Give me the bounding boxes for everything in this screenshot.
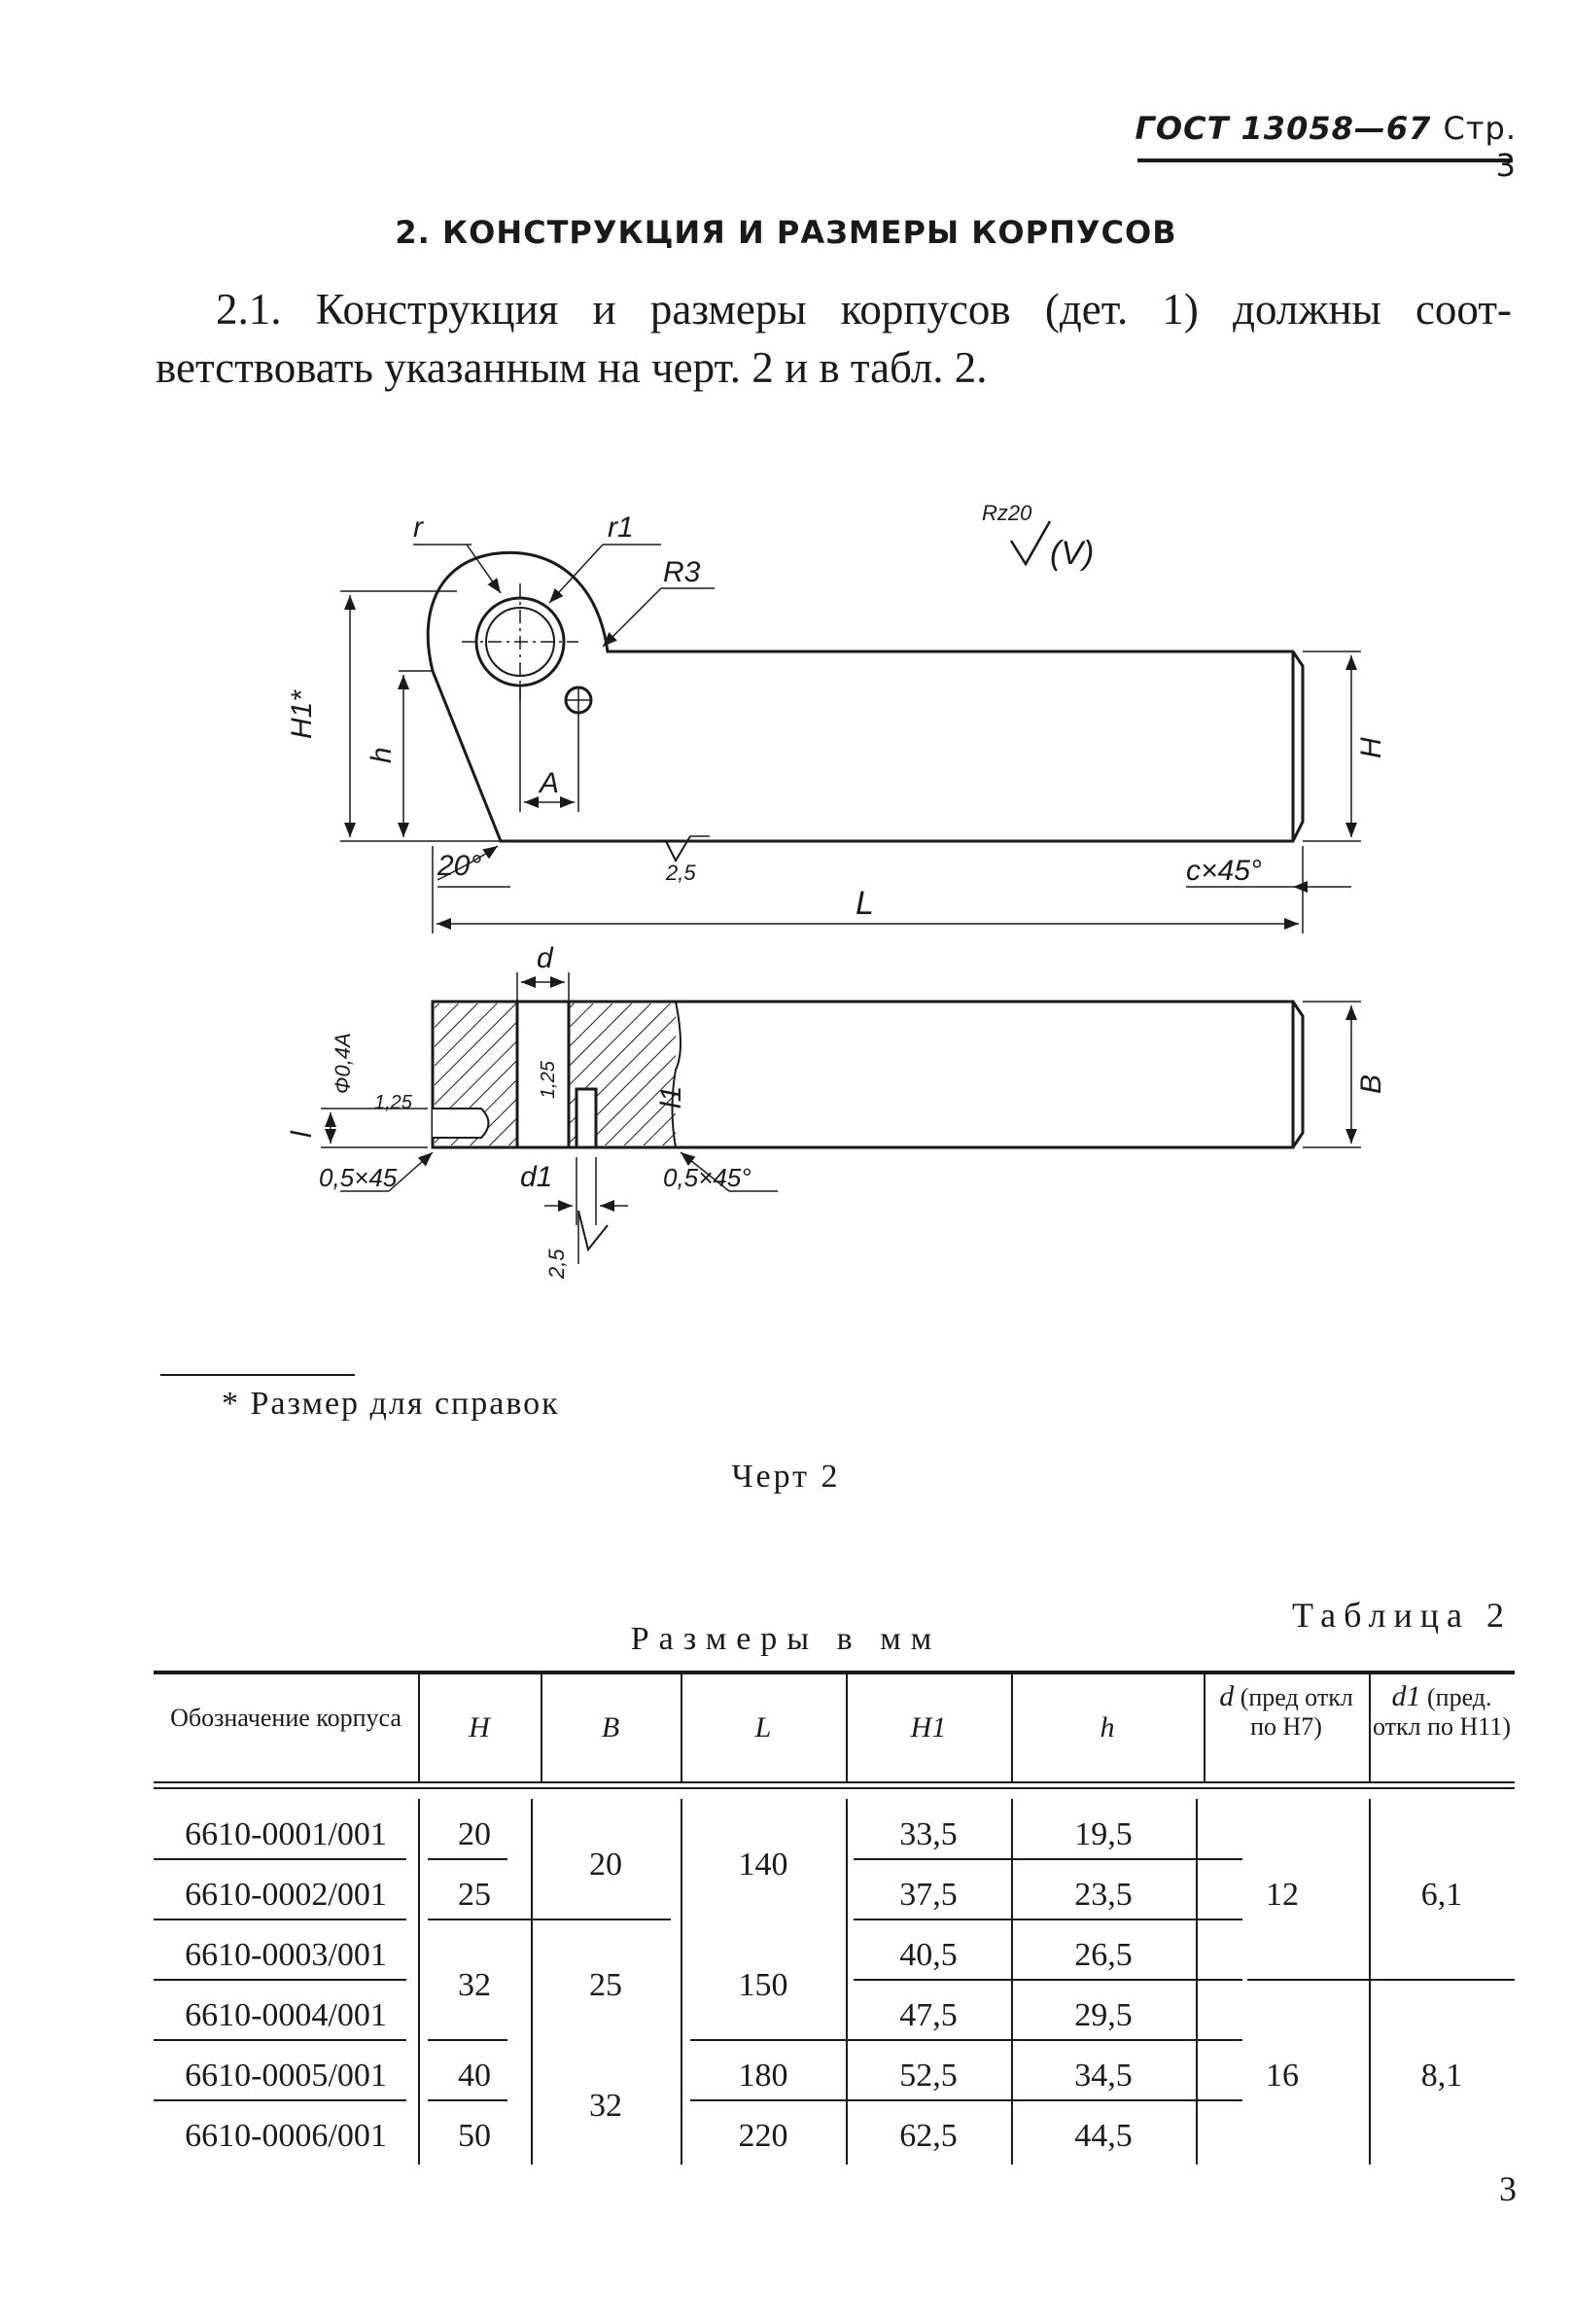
cell-b-merged: 20 bbox=[589, 1847, 622, 1883]
body-section-outline bbox=[431, 1000, 1305, 1149]
header-d-text: (пред откл по Н7) bbox=[1240, 1683, 1353, 1741]
page-number: 3 bbox=[1499, 2169, 1517, 2208]
cell-l-merged: 150 bbox=[738, 1967, 788, 2003]
header-b: B bbox=[601, 1711, 620, 1743]
label-l: l bbox=[286, 1130, 318, 1138]
table-row: 6610-0002/001 bbox=[185, 1877, 387, 1913]
standard-number: ГОСТ 13058—67 bbox=[1135, 110, 1432, 147]
table-row: 6610-0004/001 bbox=[185, 1997, 387, 2033]
header-d1-symbol: d1 bbox=[1391, 1680, 1421, 1712]
label-dim-125a: 1,25 bbox=[374, 1092, 413, 1113]
table-row: 6610-0005/001 bbox=[185, 2058, 387, 2094]
label-v-paren: (V) bbox=[1050, 535, 1094, 572]
footnote: * Размер для справок bbox=[222, 1386, 560, 1422]
label-chamfer-c: c×45° bbox=[1186, 855, 1262, 887]
cell-h-small: 29,5 bbox=[1074, 1997, 1133, 2033]
label-phi: Ф0,4А bbox=[331, 1033, 355, 1094]
cell-l-merged: 140 bbox=[738, 1847, 788, 1883]
cell-h-merged: 32 bbox=[458, 1967, 491, 2003]
label-d1: d1 bbox=[520, 1161, 552, 1193]
page-label: Стр. 3 bbox=[1443, 110, 1517, 184]
label-chamfer-a: 0,5×45 bbox=[319, 1163, 398, 1192]
footnote-rule bbox=[160, 1374, 355, 1376]
cell-l: 220 bbox=[738, 2118, 788, 2154]
label-b: B bbox=[1355, 1074, 1387, 1094]
cell-d-merged: 12 bbox=[1266, 1877, 1299, 1913]
paragraph-line-2: ветствовать указанным на черт. 2 и в таб… bbox=[156, 343, 988, 392]
cell-h1: 37,5 bbox=[899, 1877, 958, 1913]
cell-b-merged: 25 bbox=[589, 1967, 622, 2003]
table-label: Таблица 2 bbox=[1292, 1596, 1512, 1635]
drawing-caption: Черт 2 bbox=[731, 1459, 841, 1495]
header-h-big: H bbox=[469, 1711, 490, 1743]
label-roughness-25b: 2,5 bbox=[544, 1249, 569, 1280]
cell-d-merged: 16 bbox=[1266, 2058, 1299, 2094]
label-rz20: Rz20 bbox=[982, 501, 1032, 525]
technical-drawing: r r1 R3 Rz20 (V) H1* h A H 20° 2,5 c×45°… bbox=[286, 501, 1387, 1280]
dimensions-table: Обозначение корпуса H B L H1 h d (пред о… bbox=[154, 1671, 1515, 2196]
cell-d1-merged: 6,1 bbox=[1420, 1877, 1463, 1913]
label-d: d bbox=[537, 942, 554, 974]
cell-d1-merged: 8,1 bbox=[1420, 2058, 1463, 2094]
cell-h-small: 23,5 bbox=[1074, 1877, 1133, 1913]
cell-h1: 52,5 bbox=[899, 2058, 958, 2094]
cell-h1: 33,5 bbox=[899, 1816, 958, 1852]
cell-h: 40 bbox=[458, 2058, 491, 2094]
header-designation: Обозначение корпуса bbox=[170, 1704, 402, 1732]
header-rule bbox=[1137, 158, 1513, 162]
label-h1: H1* bbox=[286, 689, 318, 739]
cell-h: 20 bbox=[458, 1816, 491, 1852]
label-big-h: H bbox=[1355, 737, 1387, 758]
cell-h1: 40,5 bbox=[899, 1937, 958, 1973]
cell-h: 50 bbox=[458, 2118, 491, 2154]
label-r: r bbox=[413, 511, 424, 544]
table-units: Размеры в мм bbox=[630, 1621, 942, 1657]
header-h-small: h bbox=[1100, 1711, 1115, 1743]
label-a: A bbox=[538, 767, 559, 799]
section-title: 2. КОНСТРУКЦИЯ И РАЗМЕРЫ КОРПУСОВ bbox=[395, 214, 1177, 251]
label-length-l: L bbox=[856, 885, 874, 922]
table-row: 6610-0006/001 bbox=[185, 2118, 387, 2154]
label-roughness-25a: 2,5 bbox=[665, 861, 696, 885]
header-d-symbol: d bbox=[1219, 1680, 1235, 1712]
cell-l: 180 bbox=[738, 2058, 788, 2094]
label-r3: R3 bbox=[663, 556, 701, 588]
cell-h1: 62,5 bbox=[899, 2118, 958, 2154]
label-angle: 20° bbox=[437, 850, 481, 882]
cell-h1: 47,5 bbox=[899, 1997, 958, 2033]
header-h1: H1 bbox=[910, 1711, 947, 1743]
label-dim-125b: 1,25 bbox=[538, 1060, 559, 1099]
cell-h-small: 34,5 bbox=[1074, 2058, 1133, 2094]
paragraph-line-1: 2.1. Конструкция и размеры корпусов (дет… bbox=[216, 285, 1512, 334]
label-r1: r1 bbox=[608, 511, 634, 544]
label-h: h bbox=[366, 747, 398, 763]
table-row: 6610-0003/001 bbox=[185, 1937, 387, 1973]
cell-h-small: 19,5 bbox=[1074, 1816, 1133, 1852]
cell-b-merged: 32 bbox=[589, 2088, 622, 2124]
cell-h-small: 44,5 bbox=[1074, 2118, 1133, 2154]
header-d1-text: (пред. откл по Н11) bbox=[1372, 1683, 1511, 1741]
paragraph-2-1: 2.1. Конструкция и размеры корпусов (дет… bbox=[156, 280, 1512, 397]
body-top-outline bbox=[426, 550, 1305, 843]
page-header: ГОСТ 13058—67 Стр. 3 bbox=[1128, 110, 1517, 184]
label-l1: l1 bbox=[655, 1086, 687, 1109]
cell-h: 25 bbox=[458, 1877, 491, 1913]
header-l: L bbox=[754, 1711, 772, 1743]
table-row: 6610-0001/001 bbox=[185, 1816, 387, 1852]
label-chamfer-b: 0,5×45° bbox=[663, 1163, 751, 1192]
cell-h-small: 26,5 bbox=[1074, 1937, 1133, 1973]
